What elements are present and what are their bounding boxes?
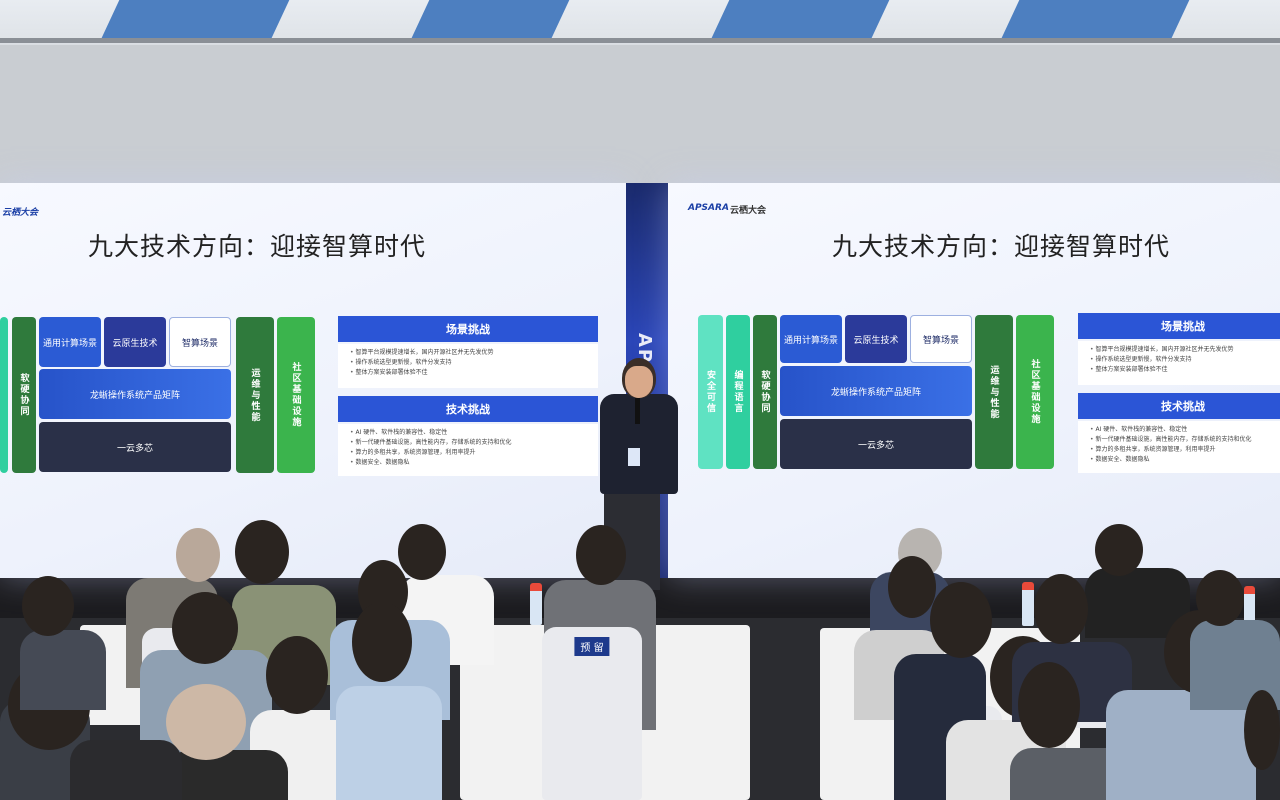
block-general-compute: 通用计算场景 <box>780 315 842 363</box>
block-soft-hard: 软硬协同 <box>12 317 36 473</box>
block-multicore: 一云多芯 <box>39 422 231 472</box>
challenge-item: 整体方案安装部署体验不佳 <box>1090 365 1280 375</box>
block-security: 安全可信 <box>698 315 723 469</box>
ceiling-stripe <box>100 0 290 40</box>
audience-member-head <box>398 524 446 580</box>
challenge-item: AI 硬件、软件栈的兼容性、稳定性 <box>1090 425 1280 435</box>
challenge-item: 智算平台规模提速增长，国内开源社区并无先发优势 <box>350 348 590 358</box>
block-community: 社区基础设施 <box>1016 315 1054 469</box>
audience-member-head <box>166 684 246 760</box>
block-ops-perf: 运维与性能 <box>236 317 274 473</box>
scene-challenge-list: 智算平台规模提速增长，国内开源社区并无先发优势 操作系统选型更新慢，软件分发支持… <box>338 344 598 388</box>
speaker-badge <box>628 448 640 466</box>
block-community: 社区基础设施 <box>277 317 315 473</box>
slide-title: 九大技术方向：迎接智算时代 <box>88 232 427 261</box>
block-ops-perf: 运维与性能 <box>975 315 1013 469</box>
tech-challenge-header: 技术挑战 <box>338 396 598 422</box>
right-projection-screen: APSARA 云栖大会 九大技术方向：迎接智算时代 安全可信 编程语言 软硬协同… <box>668 183 1280 578</box>
audience-member-head <box>235 520 289 584</box>
audience-member <box>20 630 106 710</box>
challenge-item: 操作系统选型更新慢，软件分发支持 <box>1090 355 1280 365</box>
ceiling-truss <box>0 38 1280 43</box>
block-os-matrix: 龙蜥操作系统产品矩阵 <box>780 366 972 416</box>
audience-member-head <box>1034 574 1088 644</box>
audience-member-head <box>930 582 992 658</box>
audience-member-head <box>576 525 626 585</box>
block-os-matrix: 龙蜥操作系统产品矩阵 <box>39 369 231 419</box>
tech-challenge-list: AI 硬件、软件栈的兼容性、稳定性 新一代硬件基础设施，高性能内存，存储系统的支… <box>338 424 598 476</box>
ceiling-stripe <box>1000 0 1190 40</box>
microphone <box>635 398 640 424</box>
audience-member <box>70 740 182 800</box>
scene-challenge-header: 场景挑战 <box>338 316 598 342</box>
block-programming: 编程语言 <box>726 315 750 469</box>
block-cloud-native: 云原生技术 <box>845 315 907 363</box>
slide-logo: 云栖大会 <box>2 208 39 218</box>
audience-member <box>336 686 442 800</box>
back-wall <box>0 45 1280 185</box>
challenge-item: 算力的多租共享，系统资源管理，利用率提升 <box>1090 445 1280 455</box>
block-multicore: 一云多芯 <box>780 419 972 469</box>
speaker-face <box>625 366 653 398</box>
challenge-item: 操作系统选型更新慢，软件分发支持 <box>350 358 590 368</box>
audience-member-head <box>352 602 412 682</box>
challenge-item: 整体方案安装部署体验不佳 <box>350 368 590 378</box>
left-projection-screen: 云栖大会 九大技术方向：迎接智算时代 软硬协同 通用计算场景 云原生技术 智算场… <box>0 183 626 578</box>
slide-title: 九大技术方向：迎接智算时代 <box>832 232 1171 261</box>
audience-member-head <box>266 636 328 714</box>
water-bottle <box>1244 586 1255 626</box>
block-soft-hard: 软硬协同 <box>753 315 777 469</box>
audience-member-head <box>1196 570 1244 626</box>
block-cloud-native: 云原生技术 <box>104 317 166 367</box>
audience-member-head <box>172 592 238 664</box>
challenge-item: 算力的多租共享，系统资源管理，利用率提升 <box>350 448 590 458</box>
challenge-item: 新一代硬件基础设施，高性能内存，存储系统的支持和优化 <box>350 438 590 448</box>
challenge-item: AI 硬件、软件栈的兼容性、稳定性 <box>350 428 590 438</box>
ceiling-stripe <box>410 0 570 40</box>
reserved-chair: 预 留 <box>542 627 642 800</box>
audience-member <box>168 750 288 800</box>
block-smart-compute: 智算场景 <box>910 315 972 363</box>
challenge-item: 智算平台规模提速增长，国内开源社区并无先发优势 <box>1090 345 1280 355</box>
cropped-pillar-block <box>0 317 8 473</box>
water-bottle <box>1022 582 1034 626</box>
scene-challenge-header: 场景挑战 <box>1078 313 1280 339</box>
audience-member-head <box>1244 690 1280 770</box>
block-general-compute: 通用计算场景 <box>39 317 101 367</box>
audience-member-head <box>176 528 220 582</box>
tech-challenge-header: 技术挑战 <box>1078 393 1280 419</box>
ceiling-stripe <box>710 0 890 40</box>
challenge-item: 数据安全、数据隐私 <box>1090 455 1280 465</box>
challenge-item: 数据安全、数据隐私 <box>350 458 590 468</box>
audience-member-head <box>1095 524 1143 576</box>
audience-member-head <box>1018 662 1080 748</box>
reserved-label: 预 留 <box>574 637 610 656</box>
tech-challenge-list: AI 硬件、软件栈的兼容性、稳定性 新一代硬件基础设施，高性能内存，存储系统的支… <box>1078 421 1280 473</box>
water-bottle <box>530 583 542 625</box>
audience-member-head <box>22 576 74 636</box>
challenge-item: 新一代硬件基础设施，高性能内存，存储系统的支持和优化 <box>1090 435 1280 445</box>
slide-logo-brand: APSARA <box>688 203 729 213</box>
block-smart-compute: 智算场景 <box>169 317 231 367</box>
slide-logo-text: 云栖大会 <box>730 206 767 216</box>
scene-challenge-list: 智算平台规模提速增长，国内开源社区并无先发优势 操作系统选型更新慢，软件分发支持… <box>1078 341 1280 385</box>
audience-member-head <box>888 556 936 618</box>
